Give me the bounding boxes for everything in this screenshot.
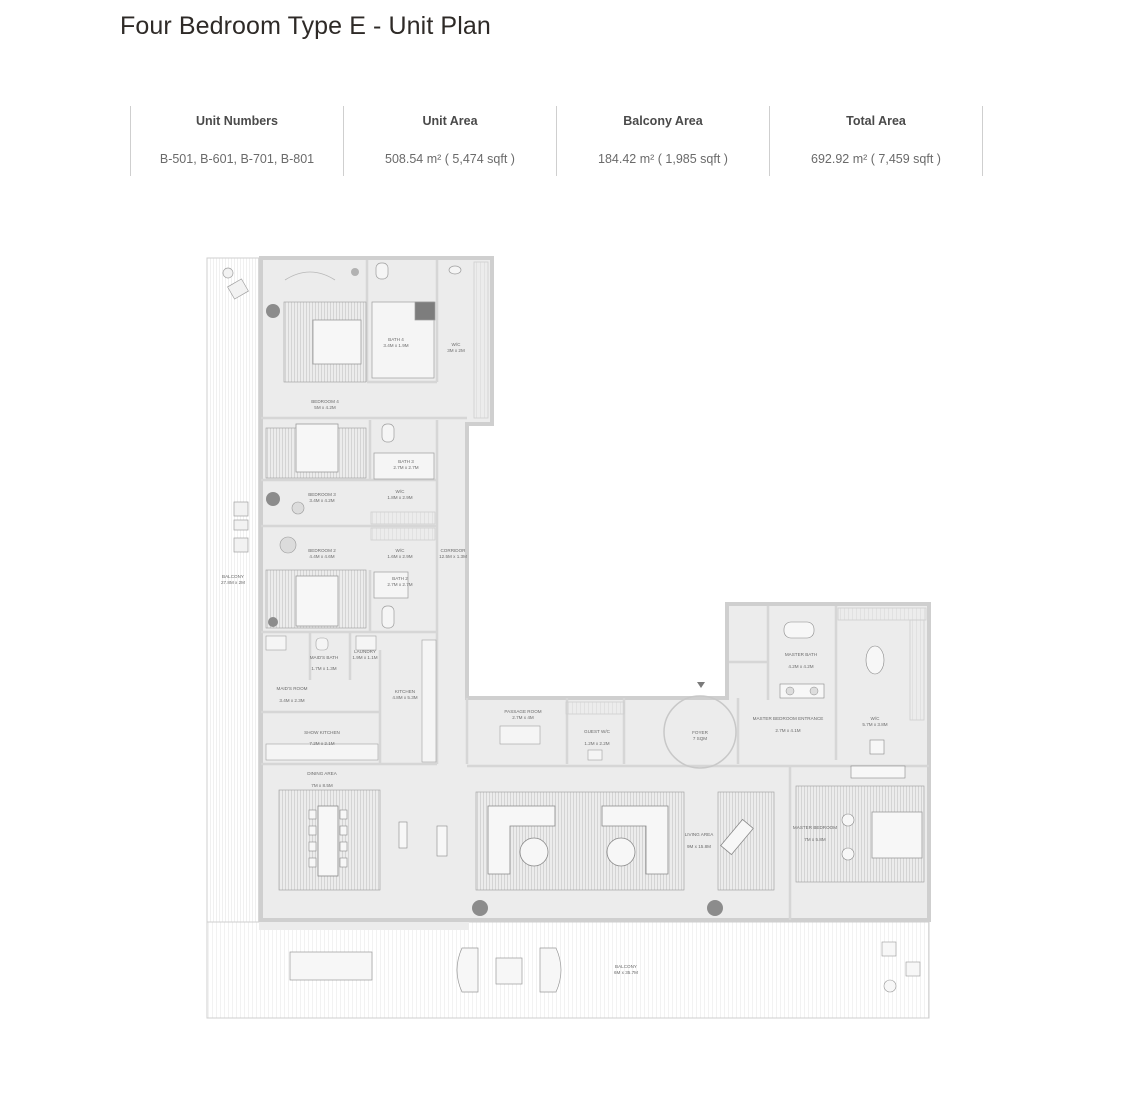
room-dim: 7.2M x 2.1M (309, 741, 334, 746)
room-label: SHOW KITCHEN (304, 730, 340, 735)
spec-label: Total Area (846, 114, 906, 128)
room-dim: 1.9M x 1.1M (352, 655, 377, 660)
spec-value: B-501, B-601, B-701, B-801 (159, 152, 315, 166)
room-dim: 12.5M x 1.3M (439, 554, 467, 559)
room-dim: 2.7M x 2.7M (387, 582, 412, 587)
room-label: BATH 4 (388, 337, 404, 342)
room-label: MAID'S BATH (310, 655, 339, 660)
living-furniture (472, 791, 775, 916)
spec-label: Balcony Area (623, 114, 703, 128)
spec-label: Unit Numbers (196, 114, 278, 128)
room-dim: 1.6M x 2.9M (387, 554, 412, 559)
spec-total-area: Total Area 692.92 m² ( 7,459 sqft ) (770, 106, 983, 176)
bath3-fixtures (373, 423, 435, 480)
side-balcony-deck (206, 257, 260, 923)
room-dim: 7M x 8.5M (311, 783, 333, 788)
room-label: W/C (452, 342, 462, 347)
room-dim: 5.7M x 3.8M (862, 722, 887, 727)
bath4-fixtures (371, 262, 462, 379)
room-label: MASTER BATH (785, 652, 817, 657)
room-dim: 4.8M x 5.3M (392, 695, 417, 700)
room-label: DINING AREA (307, 771, 338, 776)
exterior-walls (259, 256, 931, 922)
dining-furniture (278, 789, 448, 891)
page-title: Four Bedroom Type E - Unit Plan (120, 12, 491, 40)
floor-plan-drawing: BEDROOM 4 5M x 4.2M BATH 4 3.4M x 1.9M W… (206, 256, 931, 1019)
unit-specs-table: Unit Numbers B-501, B-601, B-701, B-801 … (130, 106, 983, 176)
room-dim: 2.7M x 2.7M (393, 465, 418, 470)
spec-value: 508.54 m² ( 5,474 sqft ) (385, 152, 515, 166)
spec-unit-area: Unit Area 508.54 m² ( 5,474 sqft ) (344, 106, 557, 176)
room-label: BATH 2 (392, 576, 408, 581)
room-label: MASTER BEDROOM (793, 825, 837, 830)
room-dim: 2.7M x 4.1M (775, 728, 800, 733)
room-label: BATH 3 (398, 459, 414, 464)
room-label: KITCHEN (395, 689, 415, 694)
room-label: MASTER BEDROOM ENTRANCE (753, 716, 824, 721)
room-label: BEDROOM 4 (311, 399, 339, 404)
main-balcony-furniture (289, 941, 921, 993)
spec-value: 184.42 m² ( 1,985 sqft ) (598, 152, 728, 166)
room-dim: 9M x 15.8M (687, 844, 711, 849)
room-dim: 27.8M x 2M (221, 580, 245, 585)
room-label: BEDROOM 3 (308, 492, 336, 497)
room-dim: 2.7M x 4M (512, 715, 534, 720)
room-dim: 3.4M x 4.2M (309, 498, 334, 503)
bedroom3-furniture (265, 423, 367, 515)
room-dim: 4.4M x 4.6M (309, 554, 334, 559)
room-label: PASSAGE ROOM (504, 709, 541, 714)
room-label: FOYER (692, 730, 709, 735)
bedroom2-furniture (265, 536, 367, 629)
room-label: BALCONY (615, 964, 637, 969)
spec-balcony-area: Balcony Area 184.42 m² ( 1,985 sqft ) (557, 106, 770, 176)
room-dim: 7M x 5.8M (804, 837, 826, 842)
floor-plan: BEDROOM 4 5M x 4.2M BATH 4 3.4M x 1.9M W… (200, 250, 940, 1025)
room-label: W/C (871, 716, 881, 721)
spec-value: 692.92 m² ( 7,459 sqft ) (811, 152, 941, 166)
room-dim: 7 SQM (693, 736, 707, 741)
spec-label: Unit Area (422, 114, 478, 128)
room-labels: BEDROOM 4 5M x 4.2M BATH 4 3.4M x 1.9M W… (221, 337, 888, 975)
room-label: W/C (396, 489, 406, 494)
kitchen-fixtures (265, 635, 437, 763)
room-label: LIVING AREA (685, 832, 715, 837)
room-label: LAUNDRY (354, 649, 376, 654)
spec-unit-numbers: Unit Numbers B-501, B-601, B-701, B-801 (131, 106, 344, 176)
foyer (663, 682, 737, 769)
passage-fixtures (499, 725, 603, 761)
room-dim: 1.2M x 2.2M (584, 741, 609, 746)
room-label: BEDROOM 2 (308, 548, 336, 553)
room-dim: 5M x 4.2M (314, 405, 336, 410)
room-label: BALCONY (222, 574, 244, 579)
side-balcony-furniture (222, 267, 249, 553)
room-label: MAID'S ROOM (277, 686, 308, 691)
room-dim: 4.2M x 4.2M (788, 664, 813, 669)
bath2-fixtures (373, 571, 409, 629)
room-dim: 6M x 35.7M (614, 970, 638, 975)
room-dim: 3M x 2M (447, 348, 465, 353)
room-dim: 1.7M x 1.3M (311, 666, 336, 671)
room-label: CORRIDOR (440, 548, 466, 553)
interior-walls (261, 260, 929, 920)
room-label: W/C (396, 548, 406, 553)
room-label: GUEST W/C (584, 729, 611, 734)
room-dim: 3.4M x 1.9M (383, 343, 408, 348)
room-dim: 3.4M x 2.3M (279, 698, 304, 703)
wardrobes (370, 261, 927, 721)
room-dim: 1.8M x 2.9M (387, 495, 412, 500)
master-suite-furniture (779, 621, 925, 883)
bedroom4-furniture (266, 268, 367, 383)
